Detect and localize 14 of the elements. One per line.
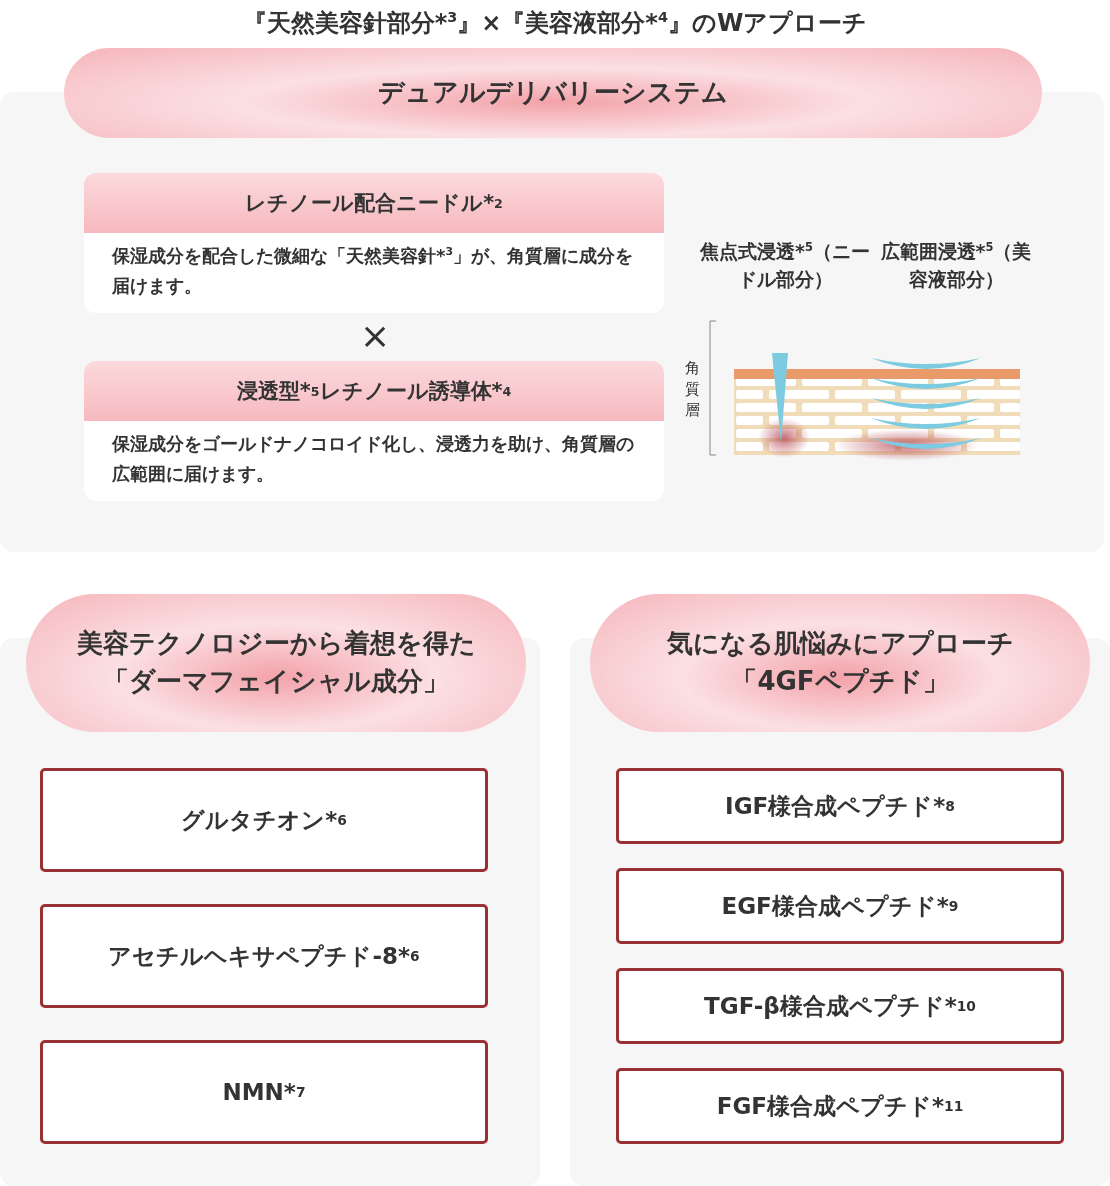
penetration-label: 広範囲浸透*$^{5}$（美容液部分） bbox=[879, 238, 1033, 292]
heading-pill: 気になる肌悩みにアプローチ「4GFペプチド」 bbox=[590, 594, 1090, 732]
ingredient-box: NMN*$^{7}$ bbox=[40, 1040, 488, 1144]
heading-pill: デュアルデリバリーシステム bbox=[64, 48, 1042, 138]
info-card bbox=[84, 173, 664, 313]
card-heading: 浸透型*$^{5}$レチノール誘導体*$^{4}$ bbox=[84, 361, 664, 421]
diagram-title: 『天然美容針部分*$^{3}$』×『美容液部分*$^{4}$』のWアプローチ bbox=[241, 8, 869, 34]
heading-pill: 美容テクノロジーから着想を得た「ダーマフェイシャル成分」 bbox=[26, 594, 526, 732]
penetration-label: 焦点式浸透*$^{5}$（ニードル部分） bbox=[700, 238, 870, 292]
info-card bbox=[84, 361, 664, 501]
card-heading: レチノール配合ニードル*$^{2}$ bbox=[84, 173, 664, 233]
multiply-sign: × bbox=[358, 316, 392, 356]
card-text: 保湿成分をゴールドナノコロイド化し、浸透力を助け、角質層の広範囲に届けます。 bbox=[110, 432, 635, 486]
card-text: 保湿成分を配合した微細な「天然美容針*$^{3}$」が、角質層に成分を届けます。 bbox=[110, 244, 634, 298]
